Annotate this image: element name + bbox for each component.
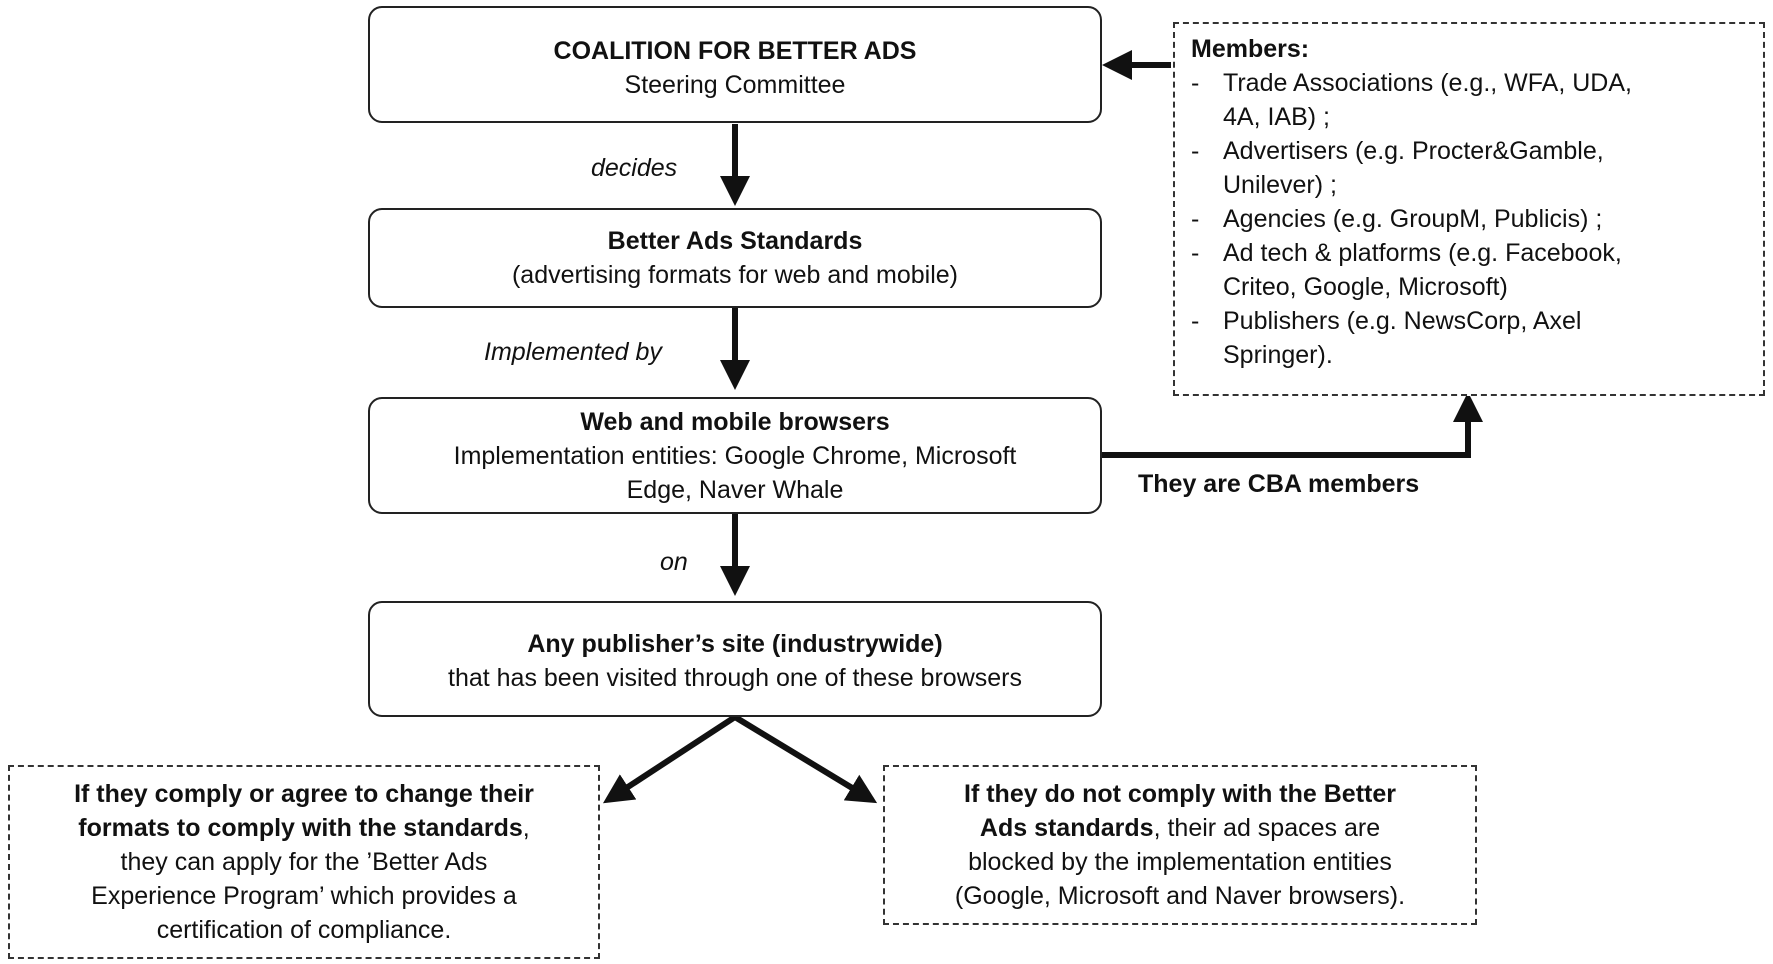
- members-list: - Trade Associations (e.g., WFA, UDA, 4A…: [1191, 66, 1749, 372]
- publisher-subtitle: that has been visited through one of the…: [448, 664, 1022, 692]
- comply-bold-line2: formats to comply with the standards: [78, 814, 523, 842]
- comply-box: If they comply or agree to change their …: [8, 765, 600, 959]
- standards-title: Better Ads Standards: [607, 227, 863, 255]
- list-dash: -: [1191, 205, 1200, 233]
- browsers-line2: Edge, Naver Whale: [626, 476, 844, 504]
- label-implemented-by: Implemented by: [484, 338, 662, 366]
- comply-bold-line1: If they comply or agree to change their: [74, 780, 534, 808]
- publisher-box: Any publisher’s site (industrywide) that…: [368, 601, 1102, 717]
- noncomply-line4: (Google, Microsoft and Naver browsers).: [954, 882, 1406, 910]
- members-item: - Advertisers (e.g. Procter&Gamble, Unil…: [1191, 134, 1749, 202]
- label-on: on: [660, 548, 688, 576]
- coalition-box: COALITION FOR BETTER ADS Steering Commit…: [368, 6, 1102, 123]
- list-dash: -: [1191, 307, 1200, 335]
- label-cba-members: They are CBA members: [1138, 470, 1420, 498]
- comply-line5: certification of compliance.: [156, 916, 452, 944]
- browsers-box: Web and mobile browsers Implementation e…: [368, 397, 1102, 514]
- members-item: - Trade Associations (e.g., WFA, UDA, 4A…: [1191, 66, 1749, 134]
- member-line: Springer).: [1223, 341, 1333, 369]
- member-line: Trade Associations (e.g., WFA, UDA,: [1223, 69, 1632, 97]
- standards-subtitle: (advertising formats for web and mobile): [511, 261, 959, 289]
- members-item: - Publishers (e.g. NewsCorp, Axel Spring…: [1191, 304, 1749, 372]
- member-line: Unilever) ;: [1223, 171, 1337, 199]
- noncomply-bold-line1: If they do not comply with the Better: [964, 780, 1396, 808]
- label-decides: decides: [591, 154, 678, 182]
- noncomply-bold-line2: Ads standards: [979, 814, 1154, 842]
- arrow-to-noncomply: [733, 714, 878, 804]
- comply-line3: they can apply for the ’Better Ads: [120, 848, 488, 876]
- member-line: Publishers (e.g. NewsCorp, Axel: [1223, 307, 1582, 335]
- member-line: Criteo, Google, Microsoft): [1223, 273, 1508, 301]
- browsers-title: Web and mobile browsers: [580, 408, 890, 436]
- members-item: - Ad tech & platforms (e.g. Facebook, Cr…: [1191, 236, 1749, 304]
- noncomply-rest2: , their ad spaces are: [1153, 814, 1381, 842]
- arrow-browsers-to-members: [1102, 392, 1483, 458]
- noncomply-box: If they do not comply with the Better Ad…: [883, 765, 1477, 925]
- coalition-subtitle: Steering Committee: [624, 71, 846, 99]
- member-line: Agencies (e.g. GroupM, Publicis) ;: [1223, 205, 1603, 233]
- list-dash: -: [1191, 69, 1200, 97]
- publisher-title: Any publisher’s site (industrywide): [527, 630, 943, 658]
- coalition-title: COALITION FOR BETTER ADS: [553, 37, 917, 65]
- browsers-line1: Implementation entities: Google Chrome, …: [453, 442, 1017, 470]
- member-line: 4A, IAB) ;: [1223, 103, 1330, 131]
- list-dash: -: [1191, 239, 1200, 267]
- noncomply-line3: blocked by the implementation entities: [968, 848, 1392, 876]
- standards-box: Better Ads Standards (advertising format…: [368, 208, 1102, 308]
- members-item: - Agencies (e.g. GroupM, Publicis) ;: [1191, 202, 1749, 236]
- arrow-to-comply: [602, 714, 737, 804]
- member-line: Advertisers (e.g. Procter&Gamble,: [1223, 137, 1604, 165]
- comply-comma: ,: [522, 814, 530, 842]
- comply-line4: Experience Program’ which provides a: [91, 882, 517, 910]
- members-box: Members: - Trade Associations (e.g., WFA…: [1173, 22, 1765, 396]
- members-heading: Members:: [1191, 35, 1310, 63]
- list-dash: -: [1191, 137, 1200, 165]
- member-line: Ad tech & platforms (e.g. Facebook,: [1223, 239, 1622, 267]
